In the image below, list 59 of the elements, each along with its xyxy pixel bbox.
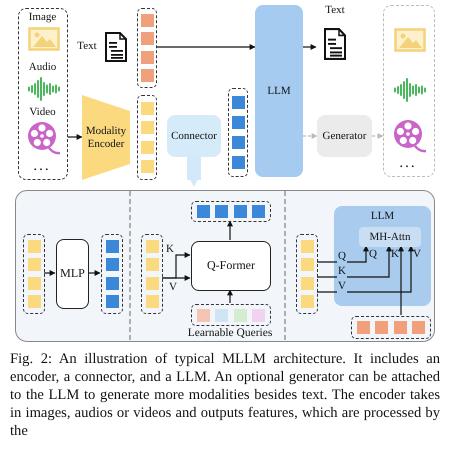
token-column bbox=[141, 234, 163, 314]
node-label: Generator bbox=[322, 130, 366, 142]
figure-caption: Fig. 2: An illustration of typical MLLM architecture. It includes an encoder, a connector, and a LLM. An optional generator can be attached to the LLM to generate more modalities besides text. The encoder takes in images, audios or videos and outputs features, which are processed by the bbox=[10, 350, 440, 440]
token-row bbox=[351, 316, 431, 339]
llm-block bbox=[255, 5, 303, 177]
arrow bbox=[398, 245, 404, 315]
edge-label: K bbox=[337, 265, 347, 278]
node-label: MH-Attn bbox=[370, 230, 410, 244]
token-column bbox=[228, 88, 248, 177]
node-label: Text bbox=[324, 4, 346, 17]
arrow bbox=[157, 44, 256, 50]
mlp-box bbox=[56, 239, 89, 309]
input-modality-group bbox=[18, 8, 68, 180]
port-label: Q bbox=[369, 248, 377, 261]
node-label: Audio bbox=[28, 61, 58, 74]
node-label: Q-Former bbox=[207, 259, 255, 273]
node-label: Image bbox=[28, 11, 58, 24]
node-label: ... bbox=[32, 161, 52, 174]
arrow bbox=[68, 134, 83, 140]
token-column bbox=[137, 8, 157, 88]
arrow bbox=[303, 133, 318, 139]
connector-box bbox=[167, 115, 221, 157]
node-label: LLM bbox=[370, 210, 396, 223]
node-label: Modality Encoder bbox=[84, 124, 128, 150]
node-label: Connector bbox=[171, 130, 217, 142]
qformer-box bbox=[191, 241, 271, 291]
arrow bbox=[227, 289, 233, 303]
node-label: LLM bbox=[267, 84, 291, 98]
token-column bbox=[137, 95, 157, 180]
port-label: V bbox=[413, 248, 421, 261]
token-column bbox=[23, 234, 45, 314]
token-column bbox=[296, 234, 318, 314]
node-label: ... bbox=[398, 158, 418, 171]
block-arrow bbox=[187, 157, 201, 188]
detail-panel bbox=[15, 190, 435, 342]
token-column bbox=[101, 234, 123, 314]
arrow bbox=[162, 275, 191, 281]
edge-label: V bbox=[337, 280, 347, 293]
edge-label: Q bbox=[337, 250, 347, 263]
arrow bbox=[88, 270, 101, 276]
caption-label: Learnable Queries bbox=[186, 327, 274, 340]
arrow bbox=[227, 220, 233, 240]
arrow bbox=[44, 270, 56, 276]
encoder-trapezoid bbox=[82, 95, 130, 180]
node-label: Video bbox=[28, 106, 57, 119]
arrow bbox=[317, 245, 392, 278]
query-token-row bbox=[191, 304, 271, 326]
attention-box bbox=[359, 227, 421, 247]
node-label: MLP bbox=[60, 267, 85, 281]
generator-box bbox=[317, 115, 372, 157]
node-label: Text bbox=[76, 40, 98, 53]
arrow bbox=[317, 245, 369, 263]
arrow bbox=[317, 245, 414, 293]
token-row bbox=[191, 201, 271, 222]
arrow bbox=[372, 133, 384, 139]
output-modality-group bbox=[383, 5, 435, 177]
llm-block bbox=[334, 206, 431, 306]
arrow bbox=[303, 44, 317, 50]
port-label: K bbox=[391, 248, 399, 261]
